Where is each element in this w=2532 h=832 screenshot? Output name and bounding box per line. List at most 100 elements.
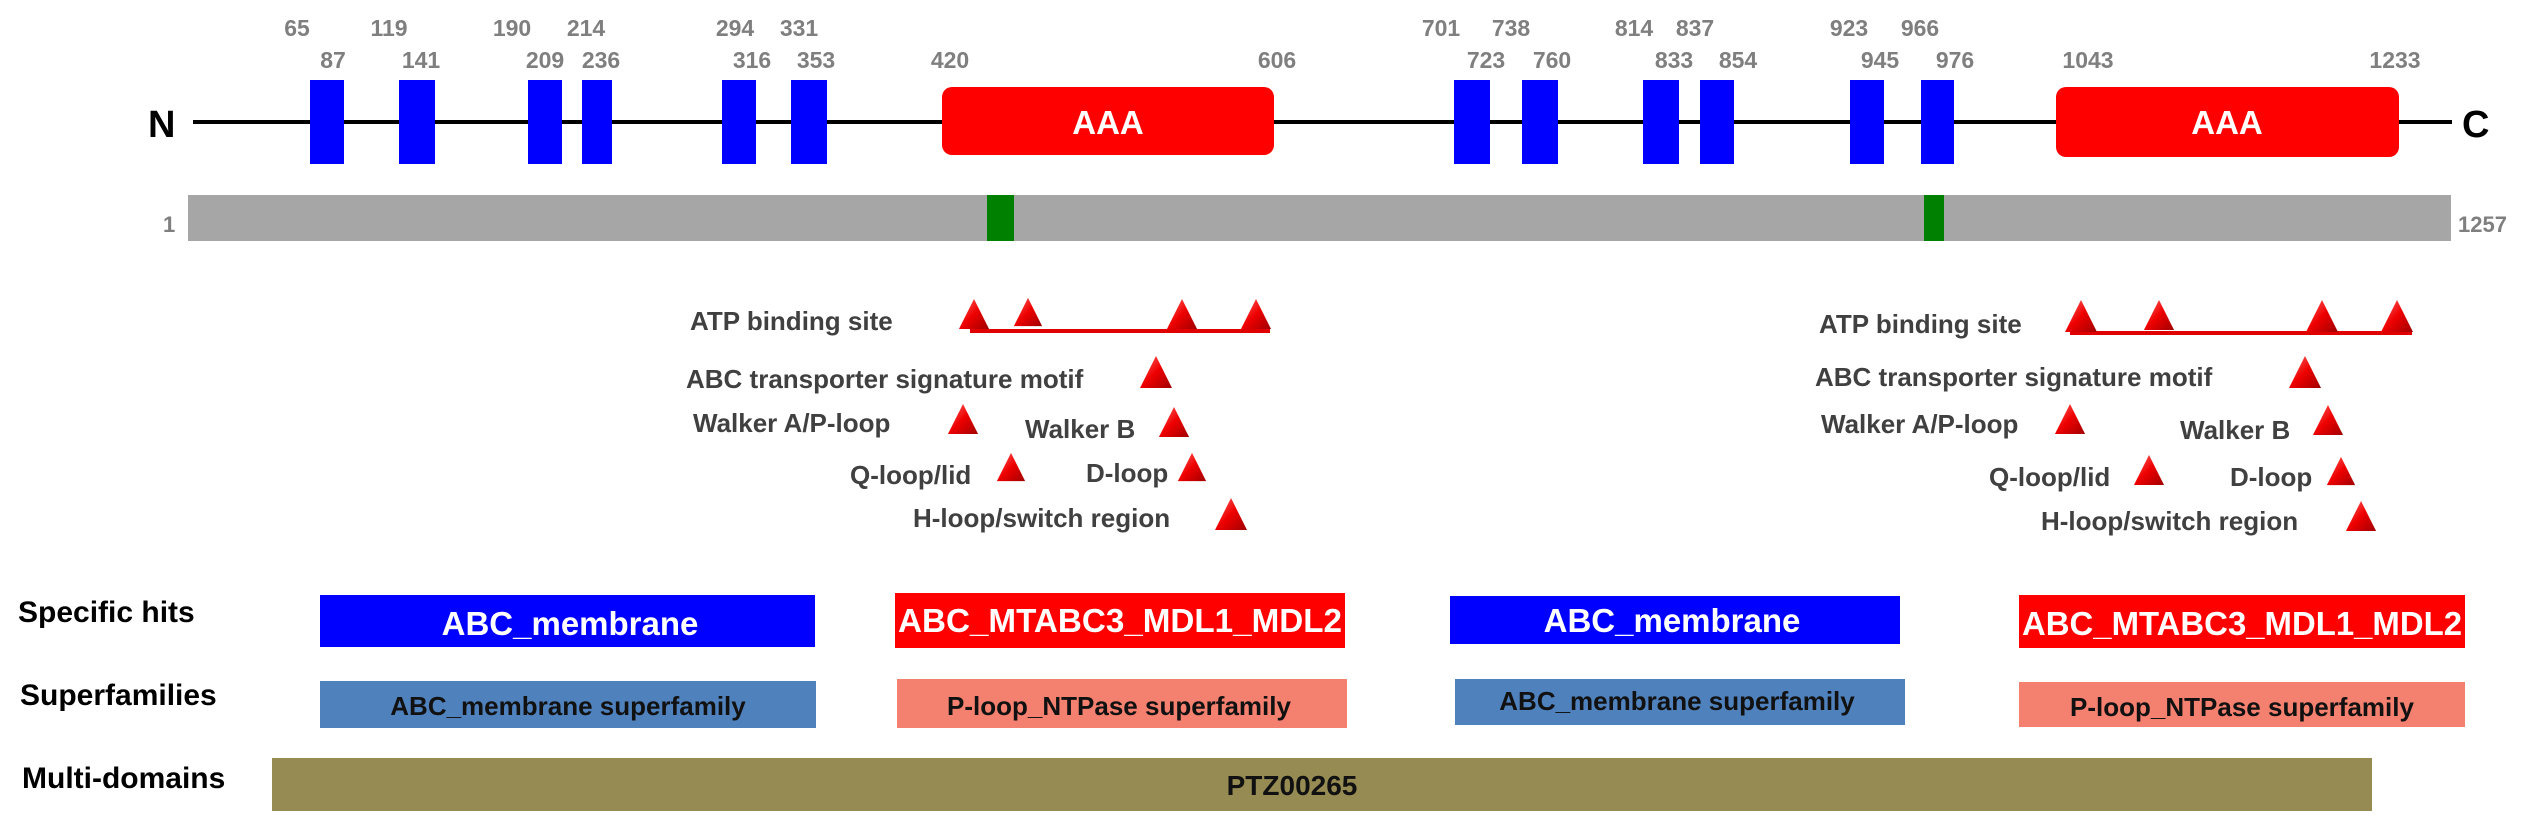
specific-hits-row-label: Specific hits <box>18 596 195 629</box>
svg-text:ABC_MTABC3_MDL1_MDL2: ABC_MTABC3_MDL1_MDL2 <box>898 602 1342 639</box>
svg-text:PTZ00265: PTZ00265 <box>1227 770 1358 801</box>
walker-b-label: Walker B <box>1025 414 1135 444</box>
atp-site-triangle <box>2381 300 2413 332</box>
multi-domain-box: PTZ00265 <box>272 758 2372 811</box>
tm-segment <box>310 80 344 164</box>
walker-a-label: Walker A/P-loop <box>693 408 890 438</box>
tick-label-end: 316 <box>733 47 771 73</box>
tick-label-end: 236 <box>582 47 620 73</box>
d-loop-triangle <box>2326 456 2356 486</box>
tick-label-end: 209 <box>526 47 564 73</box>
walker-a-triangle <box>947 403 979 435</box>
superfamilies-row-label: Superfamilies <box>20 679 217 712</box>
atp-site-triangle <box>2065 300 2097 332</box>
atp-binding-site-label: ATP binding site <box>690 306 893 336</box>
h-loop-triangle <box>2345 500 2377 532</box>
svg-text:AAA: AAA <box>2191 104 2263 141</box>
transmembrane-segments <box>310 80 1954 164</box>
atp-site-triangle <box>958 298 990 330</box>
tm-segment <box>1643 80 1679 164</box>
q-loop-triangle <box>2133 454 2165 486</box>
d-loop-label: D-loop <box>2230 462 2312 492</box>
tick-label-start: 65 <box>284 15 310 41</box>
tick-label-end: 976 <box>1936 47 1974 73</box>
tick-label-end: 1233 <box>2369 47 2420 73</box>
atp-site-triangle <box>2143 299 2175 331</box>
specific-hit-box: ABC_membrane <box>320 595 815 647</box>
specific-hit-box: ABC_MTABC3_MDL1_MDL2 <box>2019 595 2465 648</box>
svg-text:ABC_MTABC3_MDL1_MDL2: ABC_MTABC3_MDL1_MDL2 <box>2022 605 2462 642</box>
specific-hit-box: ABC_MTABC3_MDL1_MDL2 <box>895 593 1345 648</box>
d-loop-triangle <box>1177 452 1207 482</box>
tick-label-end: 945 <box>1861 47 1900 73</box>
tick-label-end: 1043 <box>2062 47 2113 73</box>
superfamily-box: P-loop_NTPase superfamily <box>2019 682 2465 727</box>
tm-segment <box>722 80 756 164</box>
walker-b-triangle <box>1158 406 1190 438</box>
aaa-domain: AAA <box>942 87 1274 155</box>
atp-binding-site-label: ATP binding site <box>1819 309 2022 339</box>
tm-segment <box>1454 80 1490 164</box>
tick-label-end: 833 <box>1655 47 1693 73</box>
walker-b-triangle <box>2312 404 2344 436</box>
tick-label-start: 214 <box>567 15 606 41</box>
aaa-domain: AAA <box>2056 87 2399 157</box>
svg-text:P-loop_NTPase superfamily: P-loop_NTPase superfamily <box>947 691 1291 721</box>
tick-label-start: 119 <box>370 15 407 41</box>
tm-segment <box>1522 80 1558 164</box>
q-loop-label: Q-loop/lid <box>1989 462 2110 492</box>
tm-segment <box>1921 80 1954 164</box>
h-loop-label: H-loop/switch region <box>2041 506 2298 536</box>
atp-site-triangle <box>1240 298 1272 330</box>
tm-segment <box>1700 80 1734 164</box>
abc-signature-triangle <box>1140 356 1172 388</box>
multi-domains-row-label: Multi-domains <box>22 762 225 795</box>
superfamily-box: ABC_membrane superfamily <box>320 681 816 728</box>
sequence-length-bar <box>188 195 2451 241</box>
length-start-label: 1 <box>163 212 175 237</box>
tm-segment <box>791 80 827 164</box>
tick-label-end: 87 <box>320 47 346 73</box>
tm-segment <box>582 80 612 164</box>
motif-marker <box>987 195 1014 241</box>
svg-text:ABC_membrane superfamily: ABC_membrane superfamily <box>1499 686 1855 716</box>
specific-hit-box: ABC_membrane <box>1450 596 1900 644</box>
c-terminus-label: C <box>2462 104 2489 146</box>
abc-signature-triangle <box>2289 356 2321 388</box>
atp-site-triangle <box>2306 300 2338 332</box>
walker-b-label: Walker B <box>2180 415 2290 445</box>
superfamily-box: P-loop_NTPase superfamily <box>897 679 1347 728</box>
svg-text:ABC_membrane: ABC_membrane <box>442 605 699 642</box>
tick-label-start: 837 <box>1676 15 1714 41</box>
length-end-label: 1257 <box>2458 212 2507 237</box>
tick-label-end: 420 <box>931 47 969 73</box>
tick-label-start: 966 <box>1901 15 1939 41</box>
d-loop-label: D-loop <box>1086 458 1168 488</box>
tm-segment <box>528 80 562 164</box>
annotation-group-1: ATP binding site ABC transporter signatu… <box>686 297 1272 533</box>
tick-label-end: 854 <box>1719 47 1758 73</box>
svg-text:P-loop_NTPase superfamily: P-loop_NTPase superfamily <box>2070 692 2414 722</box>
q-loop-label: Q-loop/lid <box>850 460 971 490</box>
tm-segment <box>399 80 435 164</box>
tick-label-start: 814 <box>1615 15 1654 41</box>
tick-label-start: 923 <box>1830 15 1868 41</box>
tick-label-start: 331 <box>780 15 819 41</box>
tick-label-end: 723 <box>1467 47 1505 73</box>
svg-text:AAA: AAA <box>1072 104 1144 141</box>
tick-label-end: 606 <box>1258 47 1296 73</box>
tick-label-start: 190 <box>493 15 531 41</box>
atp-site-triangle <box>1013 297 1043 327</box>
walker-a-label: Walker A/P-loop <box>1821 409 2018 439</box>
h-loop-label: H-loop/switch region <box>913 503 1170 533</box>
h-loop-triangle <box>1215 498 1247 530</box>
tick-label-end: 141 <box>402 47 441 73</box>
abc-signature-label: ABC transporter signature motif <box>1815 362 2213 392</box>
svg-text:ABC_membrane: ABC_membrane <box>1544 602 1801 639</box>
q-loop-triangle <box>996 452 1026 482</box>
tick-label-end: 760 <box>1533 47 1571 73</box>
tick-label-start: 738 <box>1492 15 1531 41</box>
n-terminus-label: N <box>148 104 175 146</box>
motif-marker <box>1924 195 1944 241</box>
